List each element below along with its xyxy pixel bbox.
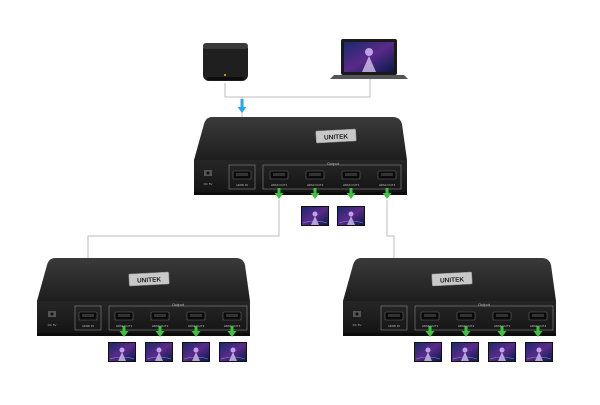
- hdmi-out3-port: [492, 311, 512, 321]
- hdmi-out1-port: [420, 311, 440, 321]
- input-port-label: HDMI IN: [236, 183, 248, 187]
- brand-label: UNITEK: [324, 133, 349, 141]
- hdmi-out1-port: [114, 311, 134, 321]
- out2-label: HDMI OUT2: [307, 183, 324, 187]
- splitter-main: UNITEK DC 5V HDMI IN Output HDMI OUT1 HD…: [194, 117, 407, 195]
- out3-label: HDMI OUT3: [343, 183, 360, 187]
- monitor-icon: [181, 341, 211, 363]
- brand-logo-plate: UNITEK: [431, 271, 473, 287]
- hdmi-out2-port: [150, 311, 170, 321]
- monitor-icon: [144, 341, 174, 363]
- output-group-label: Output: [172, 302, 185, 307]
- power-port-label: DC 5V: [353, 323, 362, 327]
- power-port-label: DC 5V: [48, 323, 57, 327]
- power-port-label: DC 5V: [204, 182, 213, 186]
- monitor-icon: [487, 341, 517, 363]
- hdmi-out2-port: [456, 311, 476, 321]
- hdmi-in-port: [78, 311, 98, 321]
- monitor-icon: [450, 341, 480, 363]
- output-group-label: Output: [327, 161, 340, 166]
- splitter-right: UNITEK DC 5V HDMI IN Output HDMI OUT1 HD…: [343, 258, 556, 336]
- brand-label: UNITEK: [137, 276, 162, 284]
- source-laptop: [330, 39, 408, 79]
- monitor-icon: [413, 341, 443, 363]
- cable-laptop-to-splitter: [242, 79, 371, 98]
- source-media-box: [203, 43, 248, 81]
- power-port-icon: [48, 311, 56, 317]
- hdmi-out1-port: [269, 170, 289, 180]
- input-port-label: HDMI IN: [388, 324, 400, 328]
- media-player-box-icon: [203, 43, 248, 81]
- brand-logo-plate: UNITEK: [128, 271, 170, 287]
- splitter-left: UNITEK DC 5V HDMI IN Output HDMI OUT1 HD…: [37, 258, 250, 336]
- monitor-icon: [336, 205, 366, 227]
- monitor-icon: [524, 341, 554, 363]
- output-group-label: Output: [478, 302, 491, 307]
- brand-label: UNITEK: [440, 276, 465, 284]
- hdmi-out3-port: [341, 170, 361, 180]
- hdmi-out4-port: [222, 311, 242, 321]
- hdmi-out4-port: [528, 311, 548, 321]
- hdmi-out2-port: [305, 170, 325, 180]
- input-port-label: HDMI IN: [82, 324, 94, 328]
- hdmi-in-port: [232, 170, 252, 180]
- monitor-icon: [300, 205, 330, 227]
- out1-label: HDMI OUT1: [271, 183, 288, 187]
- monitor-icon: [107, 341, 137, 363]
- hdmi-out3-port: [186, 311, 206, 321]
- monitor-icon: [218, 341, 248, 363]
- hdmi-in-port: [384, 311, 404, 321]
- power-port-icon: [353, 311, 361, 317]
- brand-logo-plate: UNITEK: [315, 128, 357, 144]
- arrow-down-icon: [237, 99, 247, 113]
- laptop-icon: [330, 39, 408, 79]
- power-port-icon: [204, 170, 212, 176]
- out4-label: HDMI OUT4: [379, 183, 396, 187]
- hdmi-out4-port: [377, 170, 397, 180]
